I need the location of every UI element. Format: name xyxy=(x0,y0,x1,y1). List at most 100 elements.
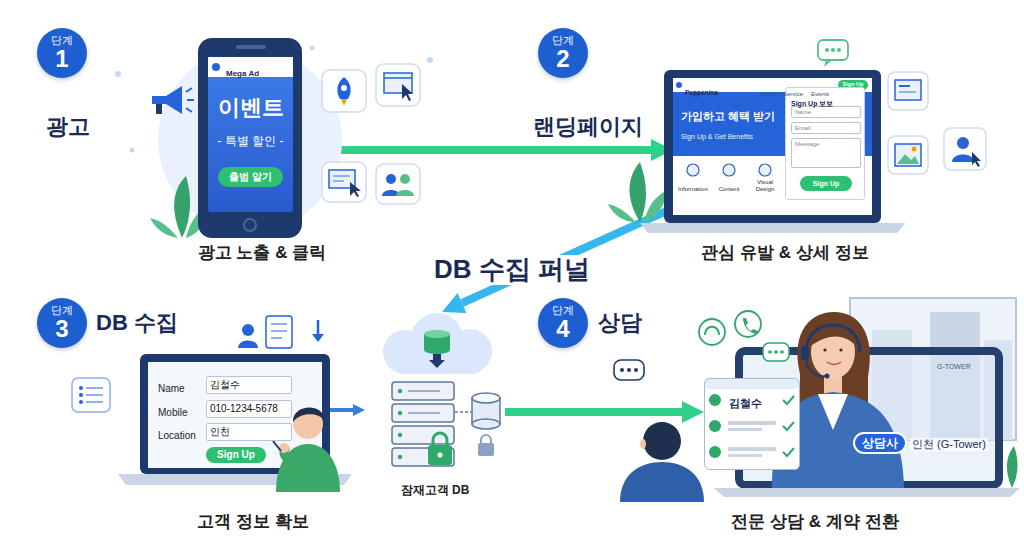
laptop xyxy=(676,82,682,88)
consultant xyxy=(806,360,826,376)
signup-form: NameEmailMessageSign UpSign Up 보보 xyxy=(785,87,865,200)
landing-screen-text: Events xyxy=(811,91,829,98)
landing-screen-text: Content xyxy=(718,186,739,193)
person-writing xyxy=(279,443,289,453)
page-icon xyxy=(888,72,928,110)
input-field-text: Name xyxy=(795,109,811,115)
label-slot: DB 수집 xyxy=(96,310,178,335)
step-badge-text: 단계 xyxy=(552,305,574,317)
label-slot: G-TOWER xyxy=(937,355,971,373)
page-icon xyxy=(888,72,928,110)
input-field: 010-1234-5678 xyxy=(206,400,292,418)
text-slot: - 특별 할인 - xyxy=(208,131,293,149)
phone xyxy=(198,38,302,238)
database-cylinder xyxy=(472,419,500,429)
browser-icon xyxy=(376,64,420,106)
customer-card xyxy=(783,422,794,430)
form-screen-text: Location xyxy=(158,430,196,442)
list-icon xyxy=(86,387,103,389)
role-badge: 상담사 xyxy=(853,432,907,454)
landing-screen-text: Home xyxy=(761,91,777,98)
person-writing xyxy=(276,444,340,492)
document-icon xyxy=(266,316,292,348)
server-rack xyxy=(398,433,402,437)
database-cylinder xyxy=(478,443,494,456)
database-cylinder xyxy=(455,393,500,456)
customer-card xyxy=(709,420,721,432)
padlock xyxy=(428,433,452,465)
down-arrow-icon xyxy=(312,334,324,342)
input-field-text: 인천 xyxy=(210,427,230,438)
chat-bubble xyxy=(763,343,789,361)
laptop xyxy=(687,164,699,176)
phone-screen-text: 이벤트 xyxy=(218,95,284,120)
server-rack xyxy=(408,390,440,392)
flow-arrow xyxy=(505,408,682,416)
step-title: 광고 xyxy=(46,114,90,139)
form-screen: 김철수010-1234-5678인천Sign UpNameMobileLocat… xyxy=(148,362,322,468)
consultant xyxy=(798,312,870,402)
text-slot: Name xyxy=(158,378,204,396)
input-field-text: Message xyxy=(795,141,819,147)
megaphone xyxy=(152,86,182,114)
consultant xyxy=(825,374,830,379)
submit-button-text: Sign Up xyxy=(217,450,255,461)
list-icon xyxy=(79,400,83,404)
chat-icon xyxy=(824,60,832,67)
title-slot: DB 수집 퍼널 xyxy=(312,255,712,285)
step-caption: 관심 유발 & 상세 정보 xyxy=(701,243,868,263)
document-icon xyxy=(271,337,282,339)
list-icon xyxy=(86,394,103,396)
customer-person xyxy=(620,462,704,502)
cta-button-text: 출범 알기 xyxy=(229,172,272,183)
landing-screen-text: Sign Up & Get Benefits xyxy=(681,133,753,141)
chat-bubble xyxy=(614,360,644,380)
people-icon xyxy=(376,164,420,204)
form-screen-text: Name xyxy=(158,383,185,395)
down-arrow-icon xyxy=(312,320,324,342)
step-badge: 단계1 xyxy=(37,28,87,78)
list-icon xyxy=(86,401,103,403)
laptop xyxy=(640,223,905,233)
server-rack xyxy=(392,382,454,466)
image-icon xyxy=(888,136,928,174)
cloud-storage xyxy=(424,330,450,338)
server-rack xyxy=(398,389,402,393)
label-slot: 고객 정보 확보 xyxy=(53,512,453,532)
text-slot: Sign Up & Get Benefits xyxy=(681,125,783,143)
input-field: Email xyxy=(791,122,861,134)
step-caption: 고객 정보 확보 xyxy=(197,512,308,532)
laptop xyxy=(723,164,735,176)
submit-button: Sign Up xyxy=(206,447,266,463)
chat-bubble xyxy=(634,368,638,372)
input-field: 김철수 xyxy=(206,376,292,394)
rocket-icon xyxy=(322,70,366,112)
megaphone xyxy=(152,86,194,114)
plant xyxy=(608,204,636,222)
person-writing xyxy=(273,441,281,451)
consultant xyxy=(806,325,860,352)
chat-bubble xyxy=(774,350,778,354)
step-badge: 단계4 xyxy=(538,298,588,348)
input-field: 인천 xyxy=(206,423,292,441)
step-title: 상담 xyxy=(598,310,642,335)
user-click-icon xyxy=(972,152,981,167)
step-badge-text: 단계 xyxy=(51,35,73,47)
padlock xyxy=(433,433,447,446)
phone-screen-text: Mega Ad xyxy=(226,69,259,78)
customer-card xyxy=(728,454,762,457)
customer-card xyxy=(704,378,800,470)
decor-dots xyxy=(310,46,315,51)
location-label: 인천 (G-Tower) xyxy=(910,438,988,451)
plant xyxy=(630,162,647,222)
image-icon xyxy=(895,144,921,166)
input-field: Message xyxy=(791,138,861,168)
chat-icon xyxy=(831,48,835,52)
database-server-text: 잠재고객 DB xyxy=(401,484,470,498)
text-slot: Home xyxy=(761,82,781,100)
signup-form-text: Sign Up 보보 xyxy=(791,100,833,108)
list-icon xyxy=(79,393,83,397)
customer-card: 김철수 xyxy=(704,378,800,470)
server-rack xyxy=(392,382,454,400)
headset-bubble xyxy=(699,319,725,345)
